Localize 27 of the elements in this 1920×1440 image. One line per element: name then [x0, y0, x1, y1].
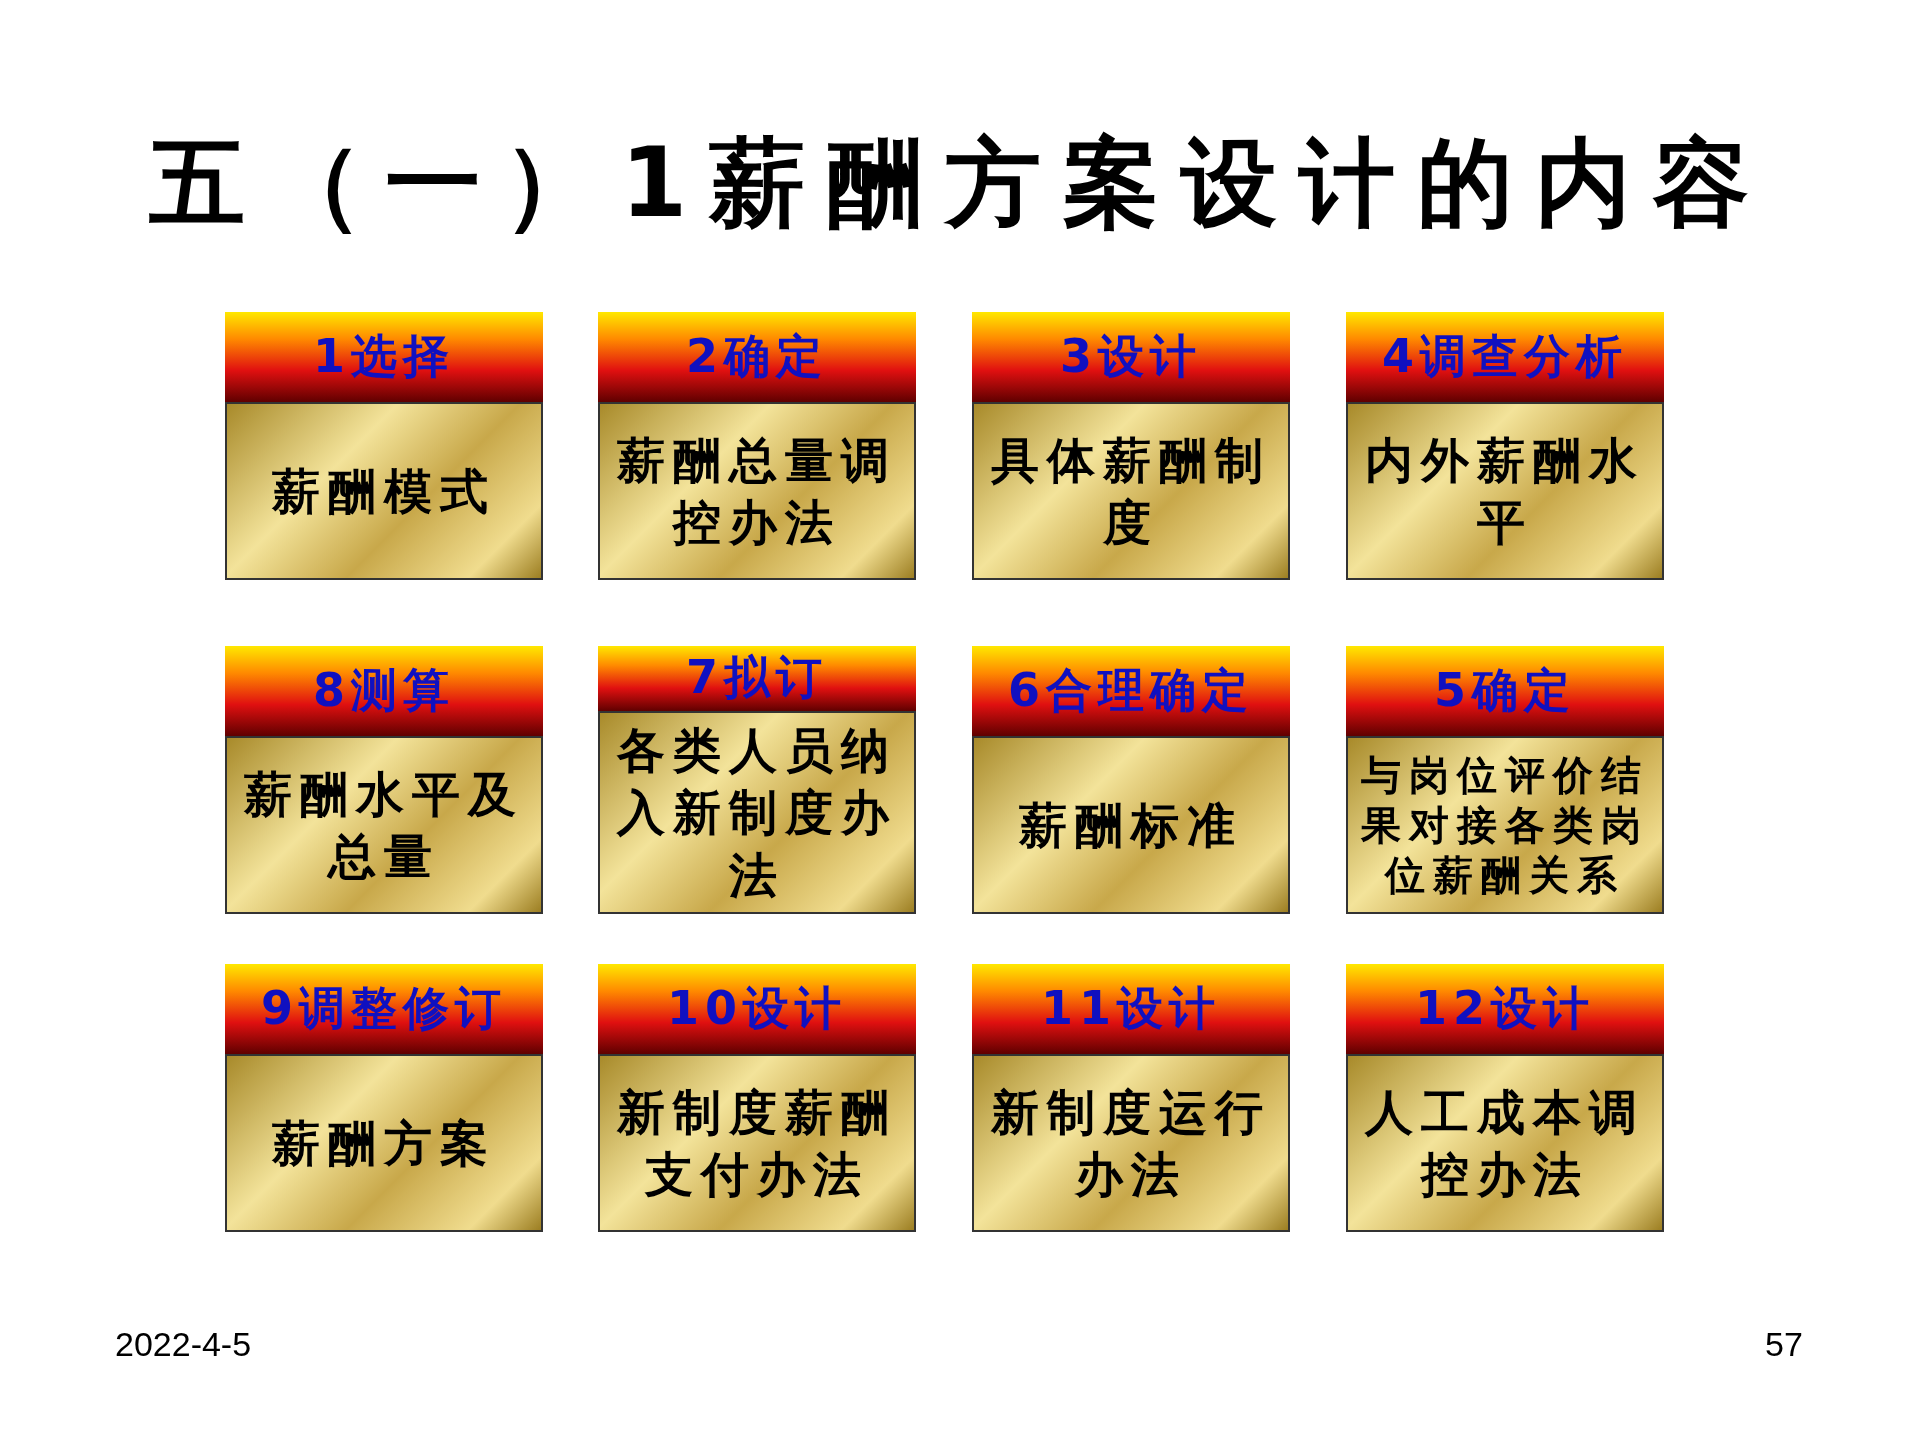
- step-description: 薪酬总量调控办法: [598, 402, 916, 580]
- step-description: 新制度薪酬支付办法: [598, 1054, 916, 1232]
- step-description: 薪酬方案: [225, 1054, 543, 1232]
- step-header: 6合理确定: [972, 646, 1290, 736]
- step-description: 薪酬水平及总量: [225, 736, 543, 914]
- step-header: 2确定: [598, 312, 916, 402]
- step-header: 9调整修订: [225, 964, 543, 1054]
- step-header: 8测算: [225, 646, 543, 736]
- step-description: 具体薪酬制度: [972, 402, 1290, 580]
- step-header: 1选择: [225, 312, 543, 402]
- step-header: 11设计: [972, 964, 1290, 1054]
- step-description: 人工成本调控办法: [1346, 1054, 1664, 1232]
- step-description: 各类人员纳入新制度办法: [598, 710, 916, 914]
- step-description: 与岗位评价结果对接各类岗位薪酬关系: [1346, 736, 1664, 914]
- step-header: 7拟订: [598, 646, 916, 711]
- step-header: 12设计: [1346, 964, 1664, 1054]
- step-description: 薪酬模式: [225, 402, 543, 580]
- step-header: 10设计: [598, 964, 916, 1054]
- step-header: 4调查分析: [1346, 312, 1664, 402]
- step-header: 3设计: [972, 312, 1290, 402]
- step-description: 内外薪酬水平: [1346, 402, 1664, 580]
- page-number: 57: [1765, 1325, 1803, 1364]
- date-label: 2022-4-5: [115, 1325, 252, 1364]
- step-description: 薪酬标准: [972, 736, 1290, 914]
- step-header: 5确定: [1346, 646, 1664, 736]
- slide-title: 五（一）1薪酬方案设计的内容: [147, 126, 1773, 241]
- step-description: 新制度运行办法: [972, 1054, 1290, 1232]
